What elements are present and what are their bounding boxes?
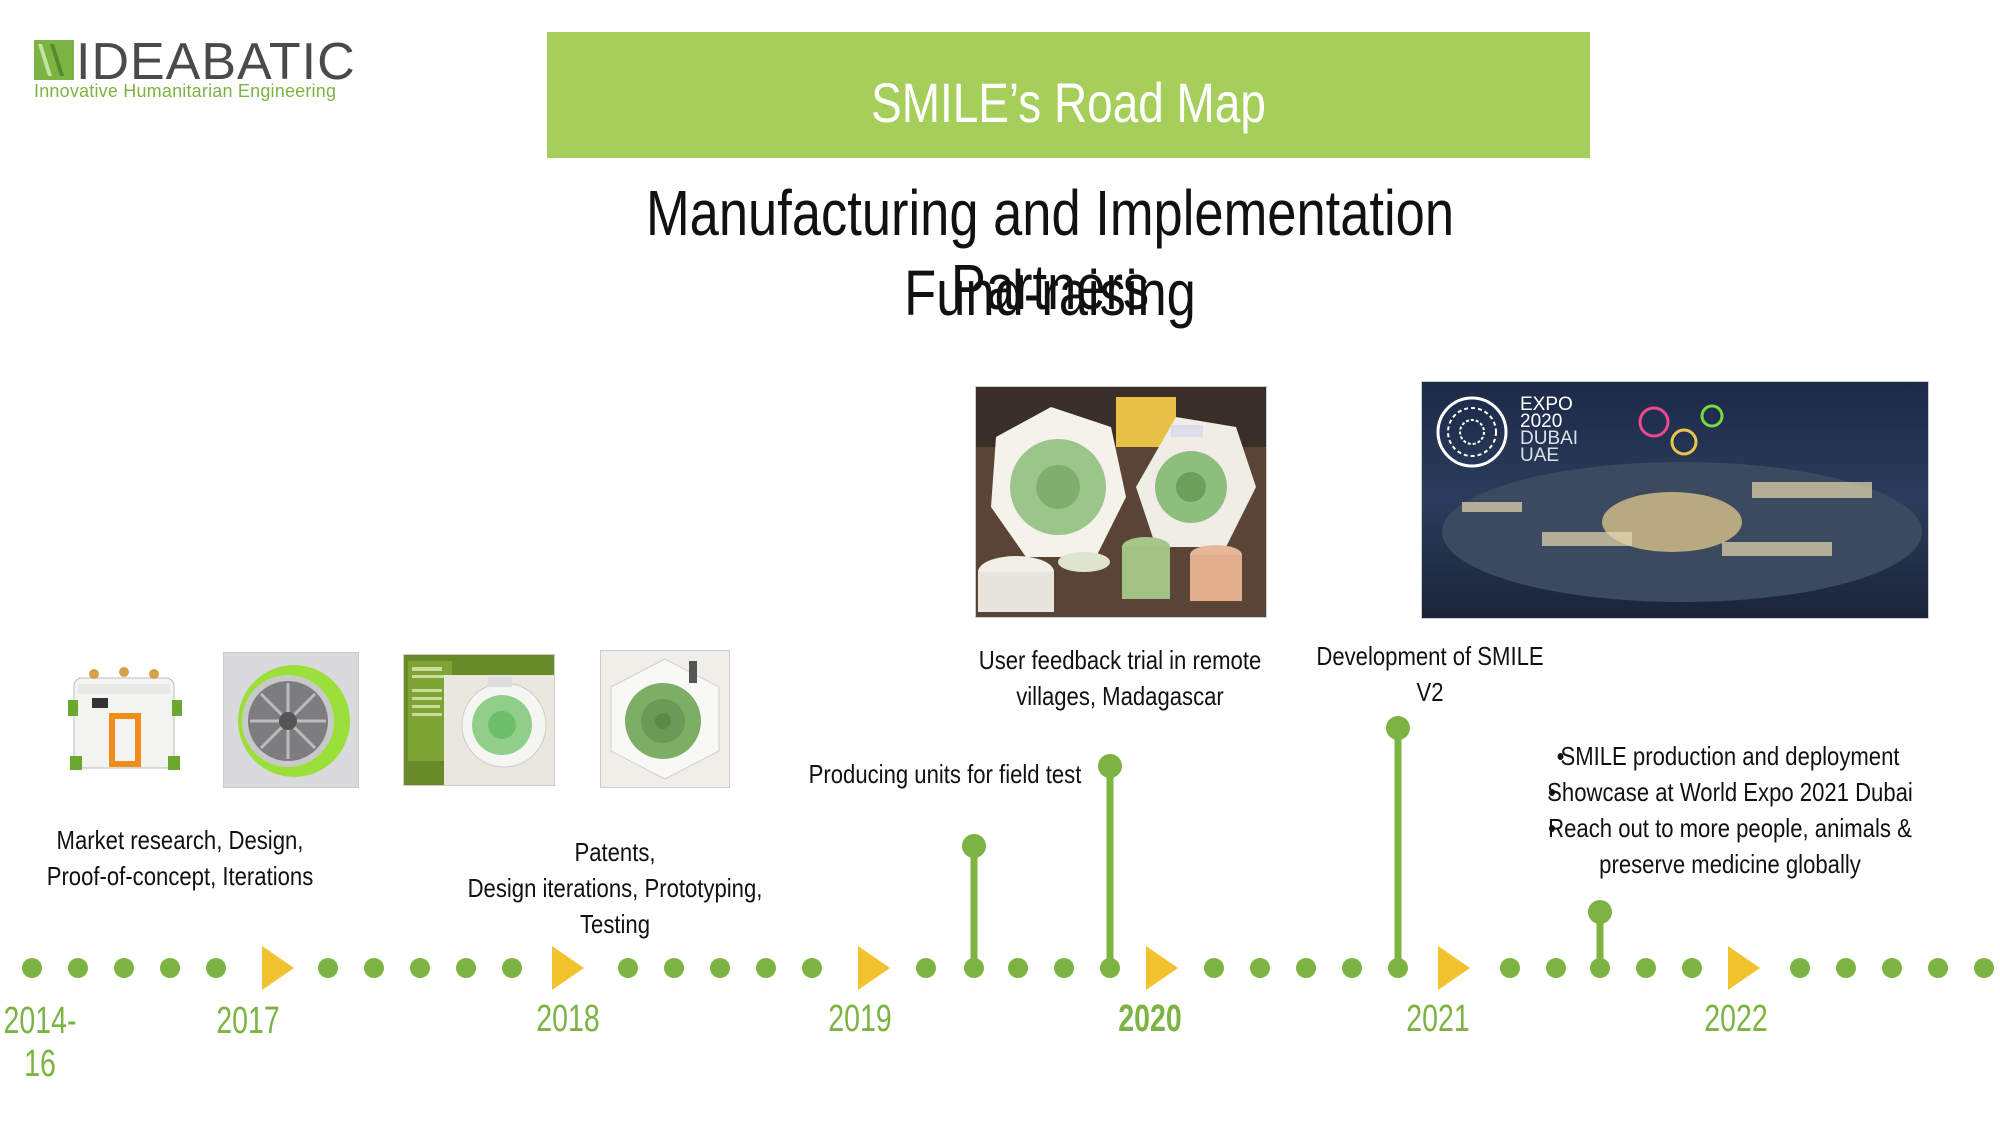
subtitle-partners: Manufacturing and Implementation Partner…: [645, 177, 1455, 323]
timeline-arrow-icon: [552, 946, 584, 990]
year-label-2014-16: 2014-16: [3, 1000, 77, 1085]
timeline-dot: [1790, 958, 1810, 978]
title-banner: SMILE’s Road Map: [547, 32, 1590, 158]
timeline-dot: [916, 958, 936, 978]
photo-prototype-display: [403, 654, 555, 786]
timeline-dot: [618, 958, 638, 978]
timeline-dot: [1388, 958, 1408, 978]
timeline-dot: [318, 958, 338, 978]
timeline-dot: [1500, 958, 1520, 978]
bullet-item: •SMILE production and deployment: [1556, 741, 1900, 771]
timeline-dot: [1008, 958, 1028, 978]
timeline-dot: [710, 958, 730, 978]
year-label-2017: 2017: [216, 1000, 280, 1042]
timeline-dot: [68, 958, 88, 978]
photo-field-trial-units: [975, 386, 1267, 618]
timeline-dot: [1054, 958, 1074, 978]
milestone-marker: [1098, 754, 1122, 778]
year-label-2018: 2018: [536, 998, 600, 1040]
timeline-dot: [410, 958, 430, 978]
timeline-dot: [114, 958, 134, 978]
timeline-dot: [1682, 958, 1702, 978]
photo-expo-2020-dubai: EXPO 2020 DUBAI UAE: [1421, 381, 1929, 619]
timeline-dot: [802, 958, 822, 978]
caption-market-research: Market research, Design, Proof-of-concep…: [46, 825, 314, 891]
timeline-dot: [1204, 958, 1224, 978]
milestone-marker: [962, 834, 986, 858]
year-label-2021: 2021: [1406, 998, 1470, 1040]
timeline-dot: [1590, 958, 1610, 978]
timeline-dot: [1882, 958, 1902, 978]
timeline-arrow-icon: [858, 946, 890, 990]
timeline-arrow-icon: [1728, 946, 1760, 990]
slide-title: SMILE’s Road Map: [871, 71, 1266, 134]
timeline-dot: [1100, 958, 1120, 978]
timeline-arrow-icon: [262, 946, 294, 990]
caption-user-feedback: User feedback trial in remote villages, …: [978, 645, 1262, 711]
timeline-dot: [756, 958, 776, 978]
timeline-dot: [1974, 958, 1994, 978]
timeline-dot: [1636, 958, 1656, 978]
timeline-dot: [1296, 958, 1316, 978]
milestone-marker: [1386, 716, 1410, 740]
ideabatic-logo: IDEABATIC Innovative Humanitarian Engine…: [34, 33, 364, 106]
photo-hexagon-unit: [600, 650, 730, 788]
caption-development-v2: Development of SMILE V2: [1316, 641, 1544, 707]
timeline-dot: [206, 958, 226, 978]
timeline-dot: [1928, 958, 1948, 978]
timeline-dot: [1836, 958, 1856, 978]
timeline-dot: [1546, 958, 1566, 978]
caption-future-goals: •SMILE production and deployment •Showca…: [1543, 738, 1917, 882]
photo-prototype-box: [64, 660, 186, 780]
year-label-2022: 2022: [1704, 998, 1768, 1040]
timeline-dot: [1250, 958, 1270, 978]
caption-patents: Patents, Design iterations, Prototyping,…: [467, 837, 763, 939]
timeline-dot: [1342, 958, 1362, 978]
timeline-dot: [22, 958, 42, 978]
bullet-continuation: preserve medicine globally: [1599, 849, 1861, 879]
logo-tagline: Innovative Humanitarian Engineering: [34, 81, 337, 101]
timeline-arrow-icon: [1146, 946, 1178, 990]
timeline-arrow-icon: [1438, 946, 1470, 990]
timeline-dot: [160, 958, 180, 978]
timeline-dot: [502, 958, 522, 978]
bullet-item: •Showcase at World Expo 2021 Dubai: [1547, 777, 1913, 807]
timeline-dot: [456, 958, 476, 978]
photo-cad-render: [223, 652, 359, 788]
caption-producing-units: Producing units for field test: [808, 759, 1082, 789]
subtitle-fundraising: Fund-raising: [904, 257, 1196, 329]
year-label-2020: 2020: [1118, 998, 1182, 1040]
milestone-marker: [1588, 900, 1612, 924]
logo-mark-icon: [34, 40, 74, 80]
timeline-dot: [664, 958, 684, 978]
logo-wordmark: IDEABATIC: [76, 33, 356, 91]
timeline-dot: [964, 958, 984, 978]
timeline-dot: [364, 958, 384, 978]
bullet-item: •Reach out to more people, animals &: [1548, 813, 1912, 843]
year-label-2019: 2019: [828, 998, 892, 1040]
expo-badge-text: EXPO 2020 DUBAI UAE: [1520, 394, 1579, 466]
